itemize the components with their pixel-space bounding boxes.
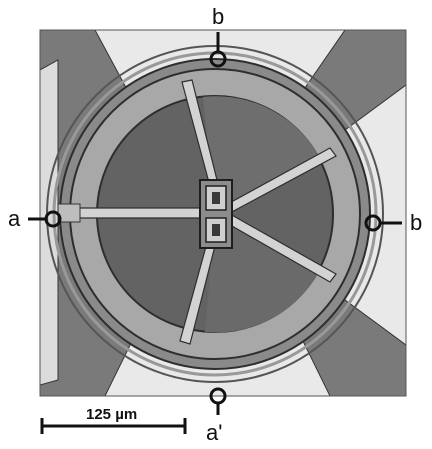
label-right: b — [410, 210, 422, 235]
scale-bar-label: 125 µm — [86, 406, 137, 423]
label-top: b — [212, 4, 224, 29]
micrograph-image — [40, 30, 406, 396]
marker-right — [364, 214, 402, 232]
sector-bottom-right — [205, 214, 320, 333]
light-region-left-strip — [40, 59, 59, 386]
scale-bar — [40, 418, 187, 434]
marker-top — [209, 32, 227, 68]
marker-bottom — [209, 387, 227, 415]
label-bottom: a' — [206, 420, 222, 445]
marker-left — [28, 210, 62, 228]
spokes — [69, 79, 337, 345]
label-left: a — [8, 206, 21, 231]
